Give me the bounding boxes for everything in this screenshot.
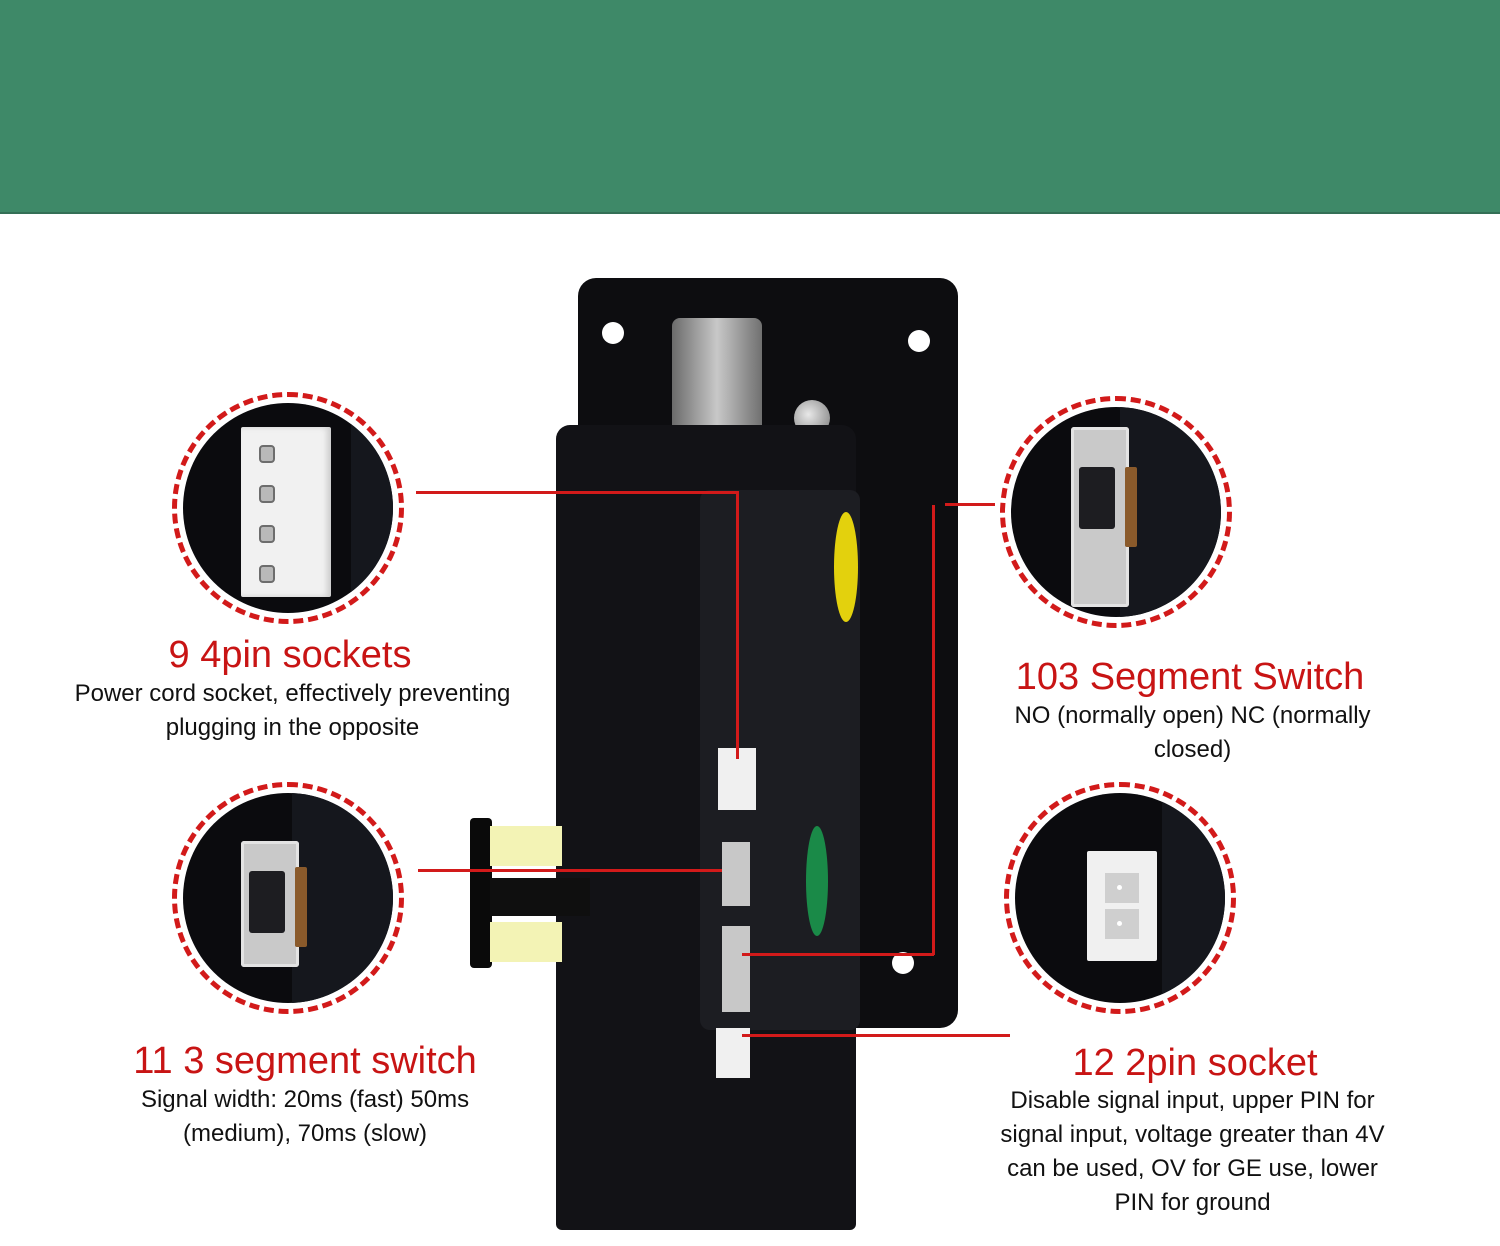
leader-line-3-segment-switch bbox=[418, 869, 722, 872]
leader-line-103-switch bbox=[945, 503, 995, 506]
callout-title-2pin-socket: 12 2pin socket bbox=[1072, 1042, 1318, 1084]
mounting-hole bbox=[908, 330, 930, 352]
slide-switch-closeup-icon bbox=[1071, 427, 1137, 607]
callout-circle-2pin-socket bbox=[1004, 782, 1236, 1014]
leader-line-2pin bbox=[742, 1034, 1010, 1037]
callout-title-4pin-sockets: 9 4pin sockets bbox=[168, 634, 412, 676]
3-segment-switch-component bbox=[722, 842, 750, 906]
leader-line-4pin-vertical bbox=[736, 491, 739, 759]
callout-desc-4pin-sockets: Power cord socket, effectively preventin… bbox=[74, 680, 511, 741]
callout-desc-2pin-socket: Disable signal input, upper PIN for sign… bbox=[1000, 1087, 1385, 1216]
yellow-sticker bbox=[834, 512, 858, 622]
callout-desc-103-segment-switch: NO (normally open) NC (normally closed) bbox=[1014, 702, 1371, 763]
callout-circle-103-segment-switch bbox=[1000, 396, 1232, 628]
slide-switch-closeup-icon bbox=[241, 841, 307, 967]
green-sticker bbox=[806, 826, 828, 936]
solenoid-coil bbox=[470, 818, 590, 968]
103-segment-switch-component bbox=[722, 926, 750, 1012]
callout-circle-3-segment-switch bbox=[172, 782, 404, 1014]
callout-title-103-segment-switch: 103 Segment Switch bbox=[1015, 656, 1365, 698]
callout-desc-3-segment-switch: Signal width: 20ms (fast) 50ms (medium),… bbox=[140, 1086, 470, 1147]
4pin-socket-closeup-icon bbox=[241, 427, 331, 597]
leader-line-103-switch-vertical bbox=[932, 505, 935, 955]
mounting-hole bbox=[602, 322, 624, 344]
leader-line-4pin bbox=[416, 491, 738, 494]
callout-title-3-segment-switch: 11 3 segment switch bbox=[133, 1040, 477, 1082]
header-band bbox=[0, 0, 1500, 214]
leader-line-103-switch-horizontal bbox=[742, 953, 934, 956]
callout-circle-4pin-sockets bbox=[172, 392, 404, 624]
mounting-hole bbox=[892, 952, 914, 974]
2pin-socket-closeup-icon bbox=[1087, 851, 1157, 961]
